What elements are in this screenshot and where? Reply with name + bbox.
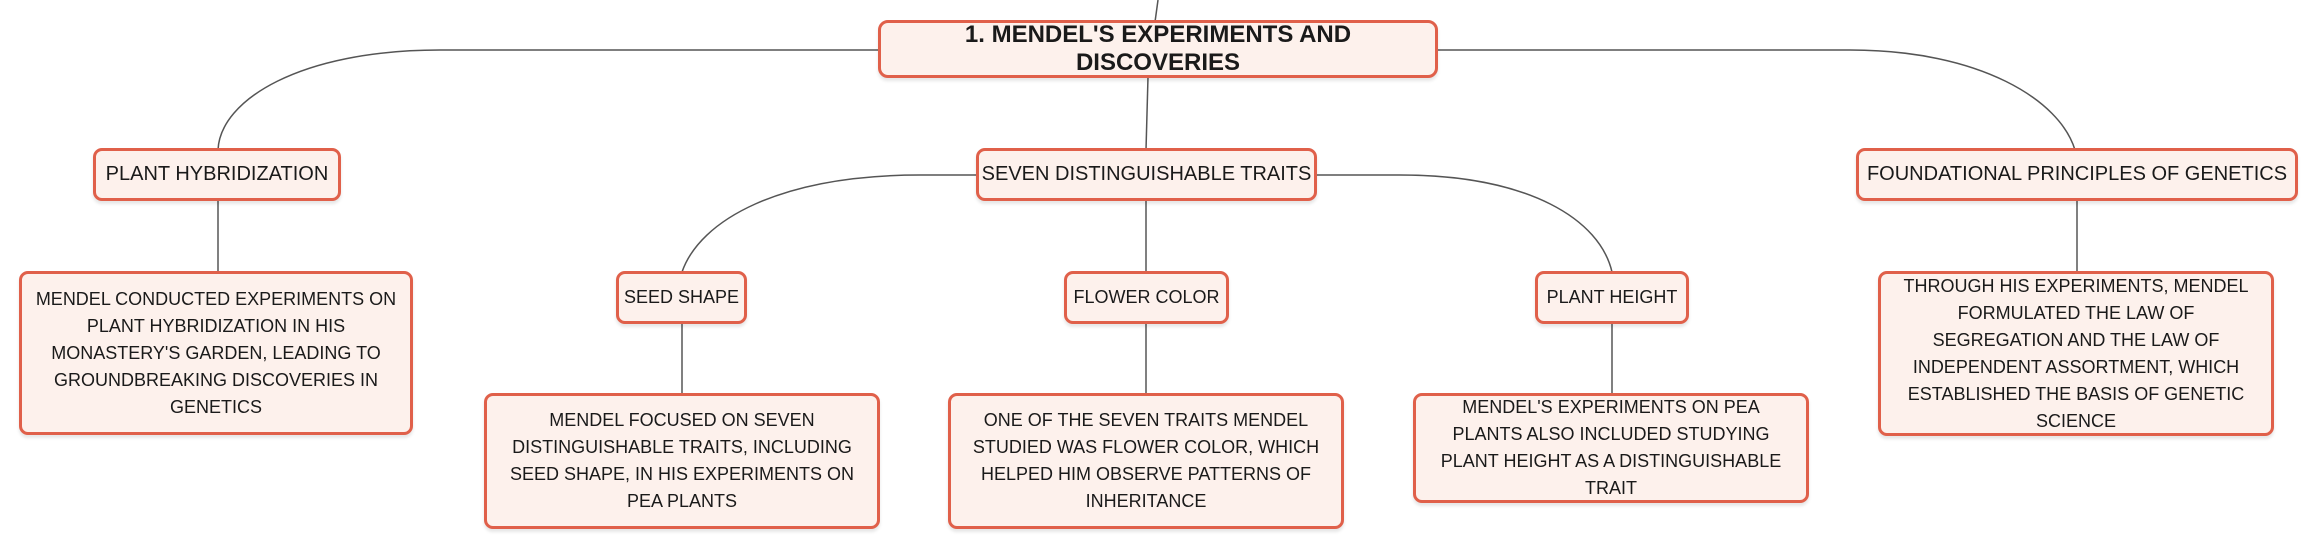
subtopic-flower-color[interactable]: FLOWER COLOR xyxy=(1064,271,1229,324)
description-flower-color[interactable]: ONE OF THE SEVEN TRAITS MENDEL STUDIED W… xyxy=(948,393,1344,529)
connector-root-to-plant-hybridization xyxy=(217,49,878,151)
description-plant-hybridization[interactable]: MENDEL CONDUCTED EXPERIMENTS ON PLANT HY… xyxy=(19,271,413,435)
description-plant-height[interactable]: MENDEL'S EXPERIMENTS ON PEA PLANTS ALSO … xyxy=(1413,393,1809,503)
connector-root-to-seven-traits xyxy=(1145,76,1149,151)
root-topic[interactable]: 1. MENDEL'S EXPERIMENTS AND DISCOVERIES xyxy=(878,20,1438,78)
topic-foundational-principles-of-genetics[interactable]: FOUNDATIONAL PRINCIPLES OF GENETICS xyxy=(1856,148,2298,201)
subtopic-seed-shape[interactable]: SEED SHAPE xyxy=(616,271,747,324)
connector-root-incoming xyxy=(1154,0,1159,23)
topic-plant-hybridization[interactable]: PLANT HYBRIDIZATION xyxy=(93,148,341,201)
subtopic-plant-height[interactable]: PLANT HEIGHT xyxy=(1535,271,1689,324)
connector-seven-traits-to-plant-height xyxy=(1316,174,1613,273)
connector-root-to-foundational-principles xyxy=(1435,49,2076,151)
topic-seven-distinguishable-traits[interactable]: SEVEN DISTINGUISHABLE TRAITS xyxy=(976,148,1317,201)
connector-seven-traits-to-seed-shape xyxy=(681,174,976,273)
description-foundational-principles[interactable]: THROUGH HIS EXPERIMENTS, MENDEL FORMULAT… xyxy=(1878,271,2274,436)
description-seed-shape[interactable]: MENDEL FOCUSED ON SEVEN DISTINGUISHABLE … xyxy=(484,393,880,529)
